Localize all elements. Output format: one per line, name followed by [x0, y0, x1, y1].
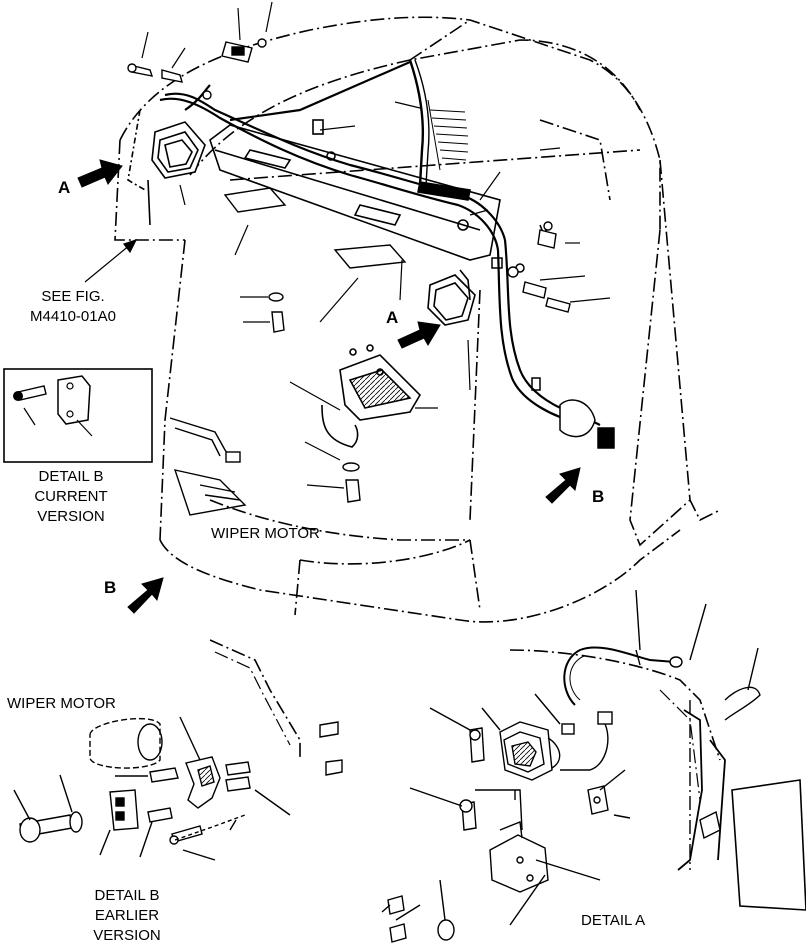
wiper-motor-main-label: WIPER MOTOR	[211, 525, 320, 542]
side-wiper-linkage	[169, 417, 247, 516]
arrow-a-left-label: A	[58, 178, 71, 197]
cab-outline	[114, 16, 721, 623]
rear-harness-end	[491, 257, 615, 449]
detail-b-earlier-line3: VERSION	[93, 927, 161, 944]
detail-a-label: DETAIL A	[581, 912, 646, 929]
wiper-motor-detail-label: WIPER MOTOR	[7, 695, 116, 712]
see-fig-label-line1: SEE FIG.	[41, 288, 105, 305]
wiper-motor-housing	[321, 344, 422, 448]
hardware	[127, 38, 571, 503]
left-work-lamp	[127, 109, 206, 226]
detail-a	[381, 589, 806, 943]
arrow-b-left-label: B	[104, 578, 117, 597]
detail-b-earlier-line1: DETAIL B	[94, 887, 160, 904]
plates	[223, 187, 407, 269]
detail-b-current-line3: VERSION	[37, 508, 105, 525]
detail-b-current-box	[3, 368, 153, 463]
detail-b-current-line1: DETAIL B	[38, 468, 104, 485]
direction-arrows	[77, 159, 581, 614]
arrow-a-center-label: A	[386, 308, 399, 327]
center-work-lamp	[427, 269, 476, 326]
detail-b-current-line2: CURRENT	[34, 488, 108, 505]
leader-lines	[84, 1, 611, 489]
see-fig-label-line2: M4410-01A0	[30, 308, 116, 325]
detail-b-earlier	[13, 639, 343, 861]
arrow-b-right-label: B	[592, 487, 605, 506]
detail-b-earlier-line2: EARLIER	[94, 907, 160, 924]
rear-window-hatch	[427, 99, 469, 171]
roof-console	[209, 119, 554, 261]
